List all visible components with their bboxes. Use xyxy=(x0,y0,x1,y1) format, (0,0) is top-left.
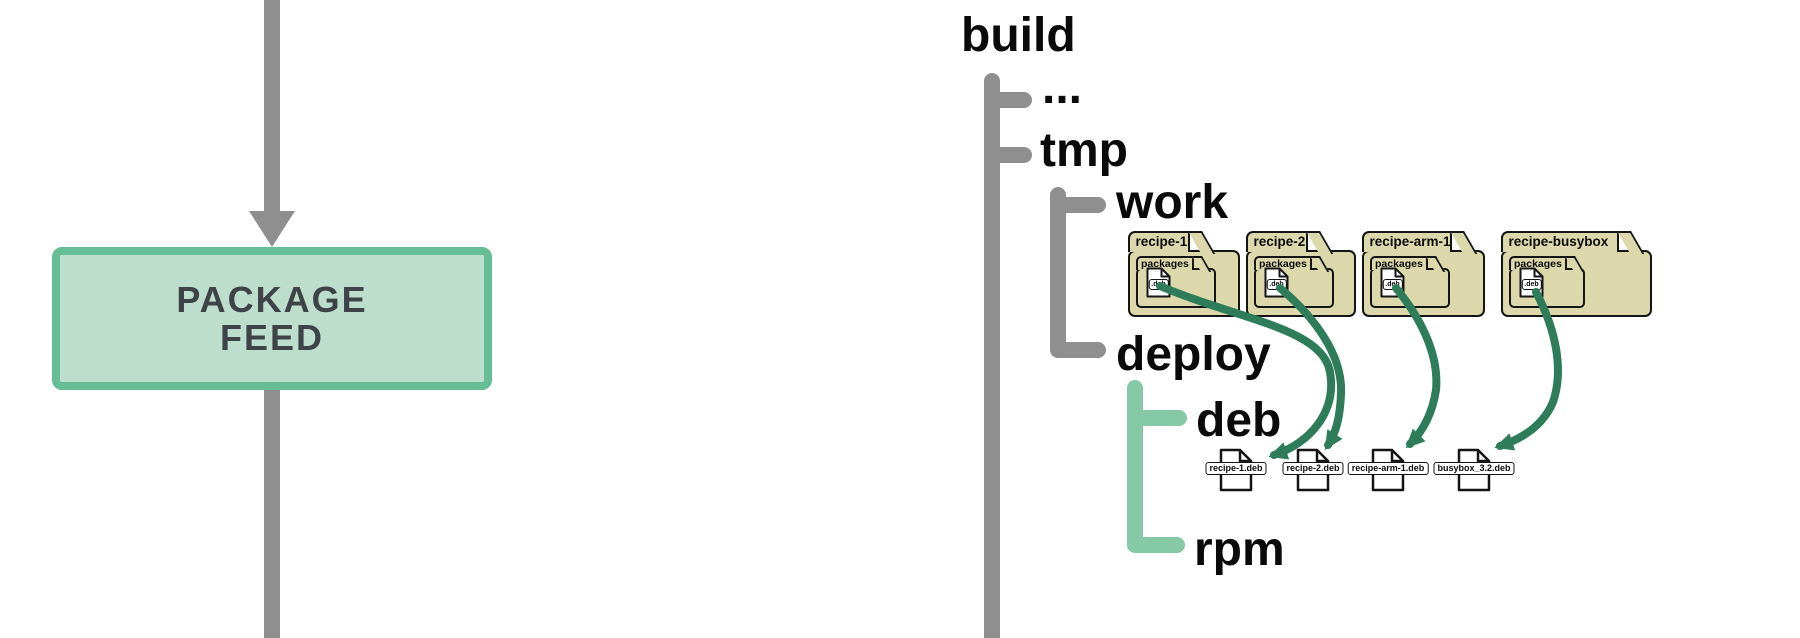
package-feed-label-line2: FEED xyxy=(219,316,324,358)
packages-label: packages xyxy=(1375,258,1423,270)
packages-tab: packages xyxy=(1136,256,1194,270)
deb-file-name: busybox_3.2.deb xyxy=(1433,462,1515,475)
folder-name: recipe-1 xyxy=(1135,234,1188,249)
deb-file-icon: .deb xyxy=(1519,267,1544,298)
packages-label: packages xyxy=(1141,258,1189,270)
deb-package-file: recipe-1.deb xyxy=(1205,448,1267,492)
tree-trunk-tmp xyxy=(1050,187,1066,358)
tree-branch-rpm xyxy=(1135,537,1185,553)
deb-package-file: busybox_3.2.deb xyxy=(1433,448,1515,492)
tree-branch-deb xyxy=(1139,410,1187,426)
folder-name: recipe-2 xyxy=(1253,234,1306,249)
tree-node-ellipsis: ... xyxy=(1042,61,1083,114)
folder-name: recipe-busybox xyxy=(1508,234,1609,249)
folder-recipe-busybox: recipe-busybox packages .deb xyxy=(1500,231,1652,317)
deb-badge: .deb xyxy=(1148,279,1169,290)
package-feed-label-line1: PACKAGE xyxy=(176,278,368,320)
deb-package-file: recipe-arm-1.deb xyxy=(1347,448,1429,492)
deb-file-name: recipe-1.deb xyxy=(1205,462,1267,475)
packages-subfolder: packages .deb xyxy=(1254,256,1334,308)
packages-subfolder: packages .deb xyxy=(1370,256,1450,308)
packages-label: packages xyxy=(1259,258,1307,270)
deb-file-icon: .deb xyxy=(1380,267,1405,298)
deb-badge: .deb xyxy=(1521,279,1542,290)
tree-node-work: work xyxy=(1116,176,1229,229)
tree-branch-deploy xyxy=(1058,342,1106,358)
tree-trunk-build xyxy=(984,73,1000,638)
folder-name: recipe-arm-1 xyxy=(1369,234,1451,249)
deb-badge: .deb xyxy=(1266,279,1287,290)
packages-tab: packages xyxy=(1370,256,1428,270)
deb-file-icon: .deb xyxy=(1264,267,1289,298)
tree-node-deploy: deploy xyxy=(1116,328,1271,381)
deb-badge: .deb xyxy=(1382,279,1403,290)
tree-node-build: build xyxy=(961,9,1076,62)
tree-trunk-deploy xyxy=(1127,380,1143,553)
packages-subfolder: packages .deb xyxy=(1509,256,1585,308)
deb-file-name: recipe-2.deb xyxy=(1282,462,1344,475)
packages-tab: packages xyxy=(1509,256,1567,270)
tree-node-deb: deb xyxy=(1196,394,1282,447)
tree-node-rpm: rpm xyxy=(1194,523,1285,576)
folder-recipe-2: recipe-2 packages .deb xyxy=(1245,231,1356,317)
package-feed-box: PACKAGE FEED xyxy=(52,247,492,390)
packages-subfolder: packages .deb xyxy=(1136,256,1216,308)
folder-tab: recipe-2 xyxy=(1245,231,1308,252)
folder-recipe-arm-1: recipe-arm-1 packages .deb xyxy=(1361,231,1485,317)
tree-branch-ellipsis xyxy=(996,92,1032,108)
down-arrowhead-icon xyxy=(249,211,295,247)
flow-line-top xyxy=(264,0,280,214)
tree-node-tmp: tmp xyxy=(1040,124,1128,177)
tree-branch-tmp xyxy=(996,147,1032,163)
deb-package-file: recipe-2.deb xyxy=(1282,448,1344,492)
flow-line-bottom xyxy=(264,390,280,638)
folder-tab: recipe-1 xyxy=(1127,231,1190,252)
packages-tab: packages xyxy=(1254,256,1312,270)
deb-file-icon: .deb xyxy=(1146,267,1171,298)
deb-file-name: recipe-arm-1.deb xyxy=(1347,462,1429,475)
tree-branch-work xyxy=(1062,197,1106,213)
folder-recipe-1: recipe-1 packages .deb xyxy=(1127,231,1240,317)
folder-tab: recipe-busybox xyxy=(1500,231,1619,252)
packages-label: packages xyxy=(1514,258,1562,270)
folder-tab: recipe-arm-1 xyxy=(1361,231,1452,252)
